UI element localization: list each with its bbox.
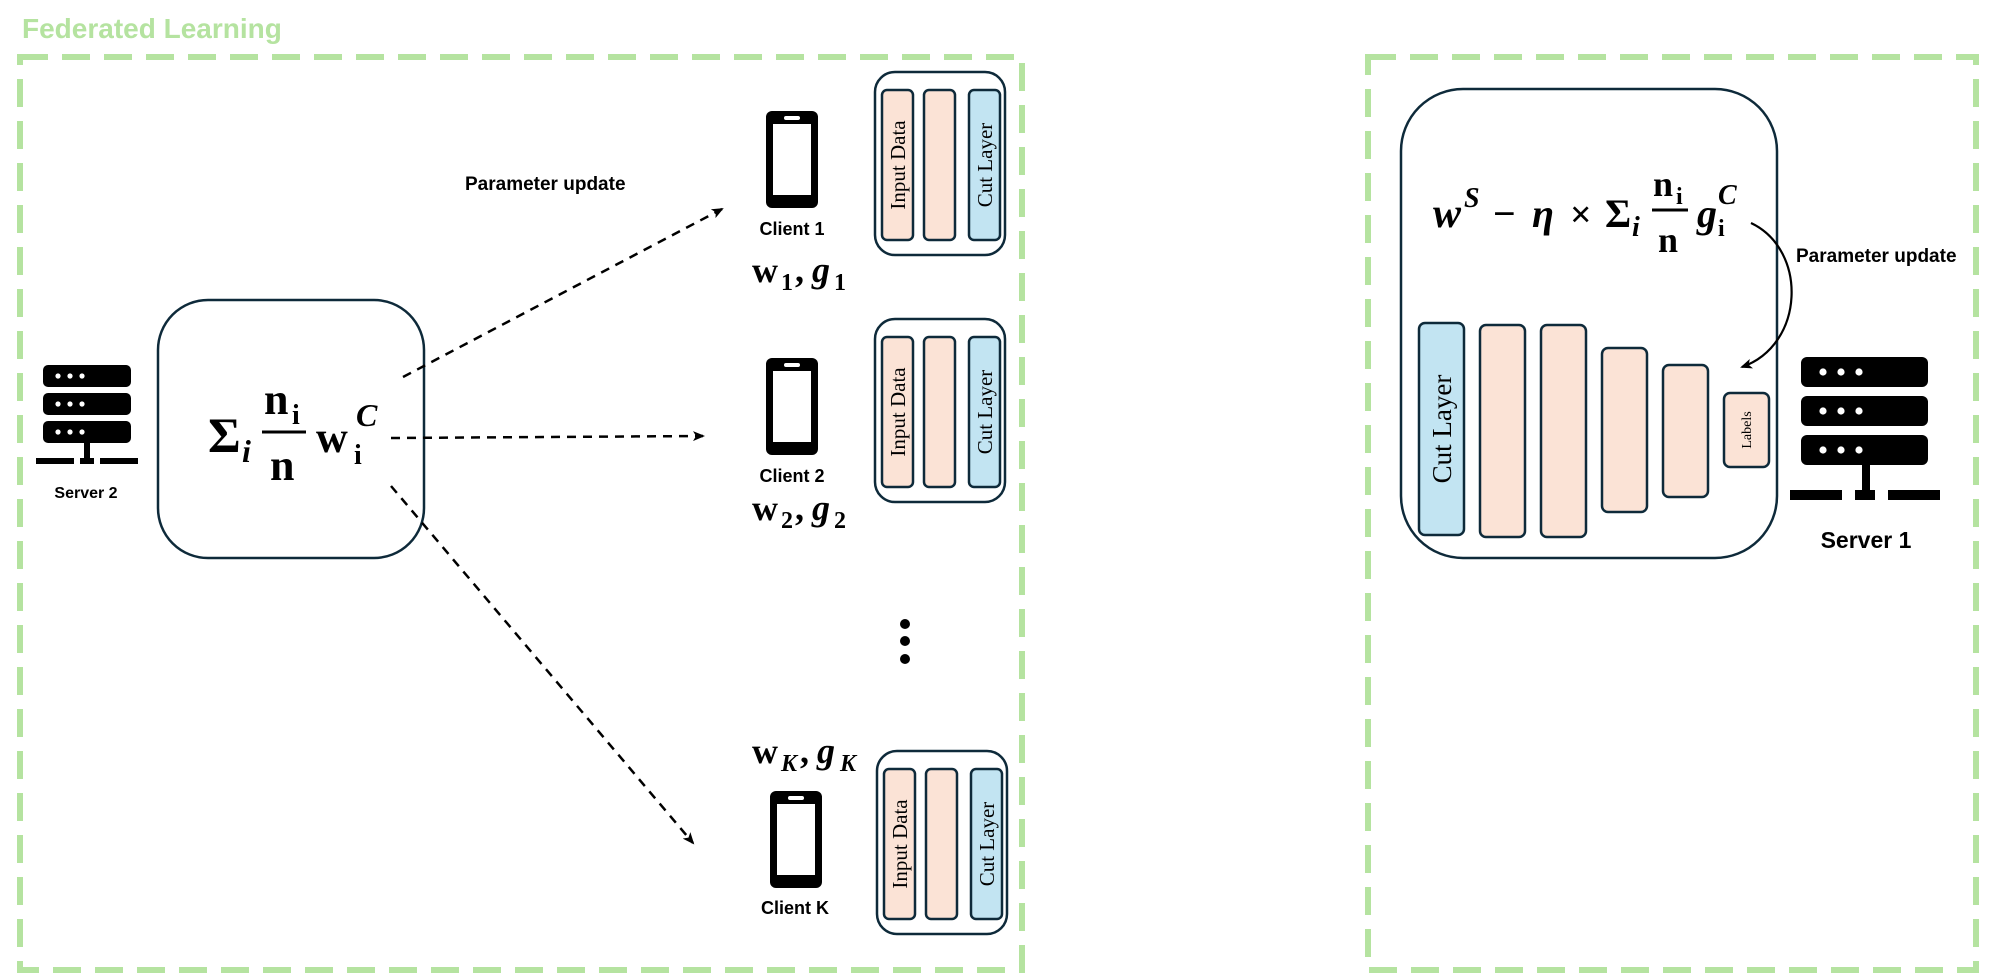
client-2: Client 2 w 2 , g 2 Input Data Cut Layer [752, 317, 1007, 534]
section-title: Federated Learning [22, 13, 282, 44]
server-hidden-layer [1478, 323, 1527, 539]
server-update-arrow [1740, 222, 1793, 369]
svg-text:Σ: Σ [1605, 191, 1631, 236]
server-1-icon [1790, 357, 1940, 500]
svg-text:i: i [242, 433, 251, 469]
svg-text:i: i [354, 440, 362, 471]
svg-text:g: g [816, 731, 835, 771]
input-data-layer [882, 767, 917, 921]
arrow-to-client-2 [390, 431, 705, 442]
svg-text:K: K [839, 751, 858, 777]
cut-layer [967, 335, 1002, 489]
server-hidden-layer [1539, 323, 1588, 539]
server-1-label: Server 1 [1821, 527, 1912, 553]
split-server-region [1365, 54, 1979, 973]
svg-text:Cut Layer: Cut Layer [973, 370, 997, 455]
svg-text:i: i [1718, 216, 1725, 242]
hidden-layer [924, 767, 959, 921]
svg-text:Labels: Labels [1740, 411, 1755, 448]
cut-layer [969, 767, 1004, 921]
svg-text:,: , [795, 250, 804, 290]
svg-text:2: 2 [834, 508, 846, 534]
svg-text:n: n [1658, 220, 1678, 260]
svg-text:i: i [292, 400, 300, 431]
svg-text:−: − [1493, 191, 1516, 236]
svg-text:Cut Layer: Cut Layer [973, 123, 997, 208]
svg-text:Input Data: Input Data [886, 367, 910, 457]
federated-learning-region [17, 54, 1025, 973]
svg-text:Cut Layer: Cut Layer [1427, 375, 1457, 484]
svg-text:g: g [1696, 191, 1717, 236]
svg-text:Cut Layer: Cut Layer [975, 802, 999, 887]
client-label: Client 1 [759, 219, 824, 239]
server-parameter-update-label: Parameter update [1796, 246, 1957, 267]
client-params: w K , g K [752, 731, 858, 777]
svg-text:1: 1 [834, 270, 846, 296]
cut-layer [967, 88, 1002, 242]
server-2-label: Server 2 [54, 485, 117, 502]
input-data-layer [880, 88, 915, 242]
client-params: w 1 , g 1 [752, 250, 846, 296]
svg-text:×: × [1570, 194, 1592, 236]
svg-text:Input Data: Input Data [888, 799, 912, 889]
svg-text:2: 2 [781, 508, 793, 534]
phone-icon [770, 791, 822, 888]
server-hidden-layer [1661, 363, 1710, 499]
aggregation-formula: Σ i n i n w i C [208, 375, 378, 490]
svg-text:i: i [1676, 184, 1683, 210]
parameter-update-label: Parameter update [465, 174, 626, 195]
svg-text:n: n [264, 375, 288, 424]
client-label: Client 2 [759, 466, 824, 486]
client-params: w 2 , g 2 [752, 488, 846, 534]
labels-layer [1722, 391, 1771, 469]
client-k: w K , g K Client K Input Data Cut Layer [752, 731, 1009, 936]
client-1: Client 1 w 1 , g 1 Input Data Cut Layer [752, 70, 1007, 296]
arrow-to-client-1 [402, 207, 724, 379]
svg-text:1: 1 [781, 270, 793, 296]
server-2-icon [36, 365, 138, 464]
arrow-to-client-k [390, 485, 695, 845]
svg-text:w: w [752, 488, 778, 528]
phone-icon [766, 358, 818, 455]
svg-text:S: S [1464, 183, 1480, 214]
hidden-layer [922, 88, 957, 242]
svg-text:C: C [356, 397, 378, 433]
svg-text:,: , [800, 731, 809, 771]
svg-text:K: K [780, 751, 799, 777]
svg-text:g: g [811, 488, 830, 528]
input-data-layer [880, 335, 915, 489]
more-clients-ellipsis [900, 619, 910, 664]
svg-text:g: g [811, 250, 830, 290]
svg-text:n: n [270, 441, 294, 490]
server-update-formula: w S − η × Σ i n i n g i C [1433, 164, 1737, 260]
svg-text:w: w [1433, 191, 1462, 237]
svg-text:,: , [795, 488, 804, 528]
server-hidden-layer [1600, 346, 1649, 514]
svg-text:w: w [316, 413, 348, 462]
server-layers: Cut Layer Labels [1417, 321, 1771, 539]
svg-text:w: w [752, 731, 778, 771]
svg-text:C: C [1718, 180, 1737, 211]
svg-text:i: i [1632, 212, 1640, 243]
svg-text:w: w [752, 250, 778, 290]
aggregation-box [156, 298, 426, 560]
svg-text:Input Data: Input Data [886, 120, 910, 210]
cut-layer [1417, 321, 1466, 537]
hidden-layer [922, 335, 957, 489]
client-label: Client K [761, 898, 829, 918]
svg-text:Σ: Σ [208, 407, 241, 463]
svg-text:η: η [1532, 191, 1554, 236]
svg-text:n: n [1653, 164, 1673, 204]
phone-icon [766, 111, 818, 208]
